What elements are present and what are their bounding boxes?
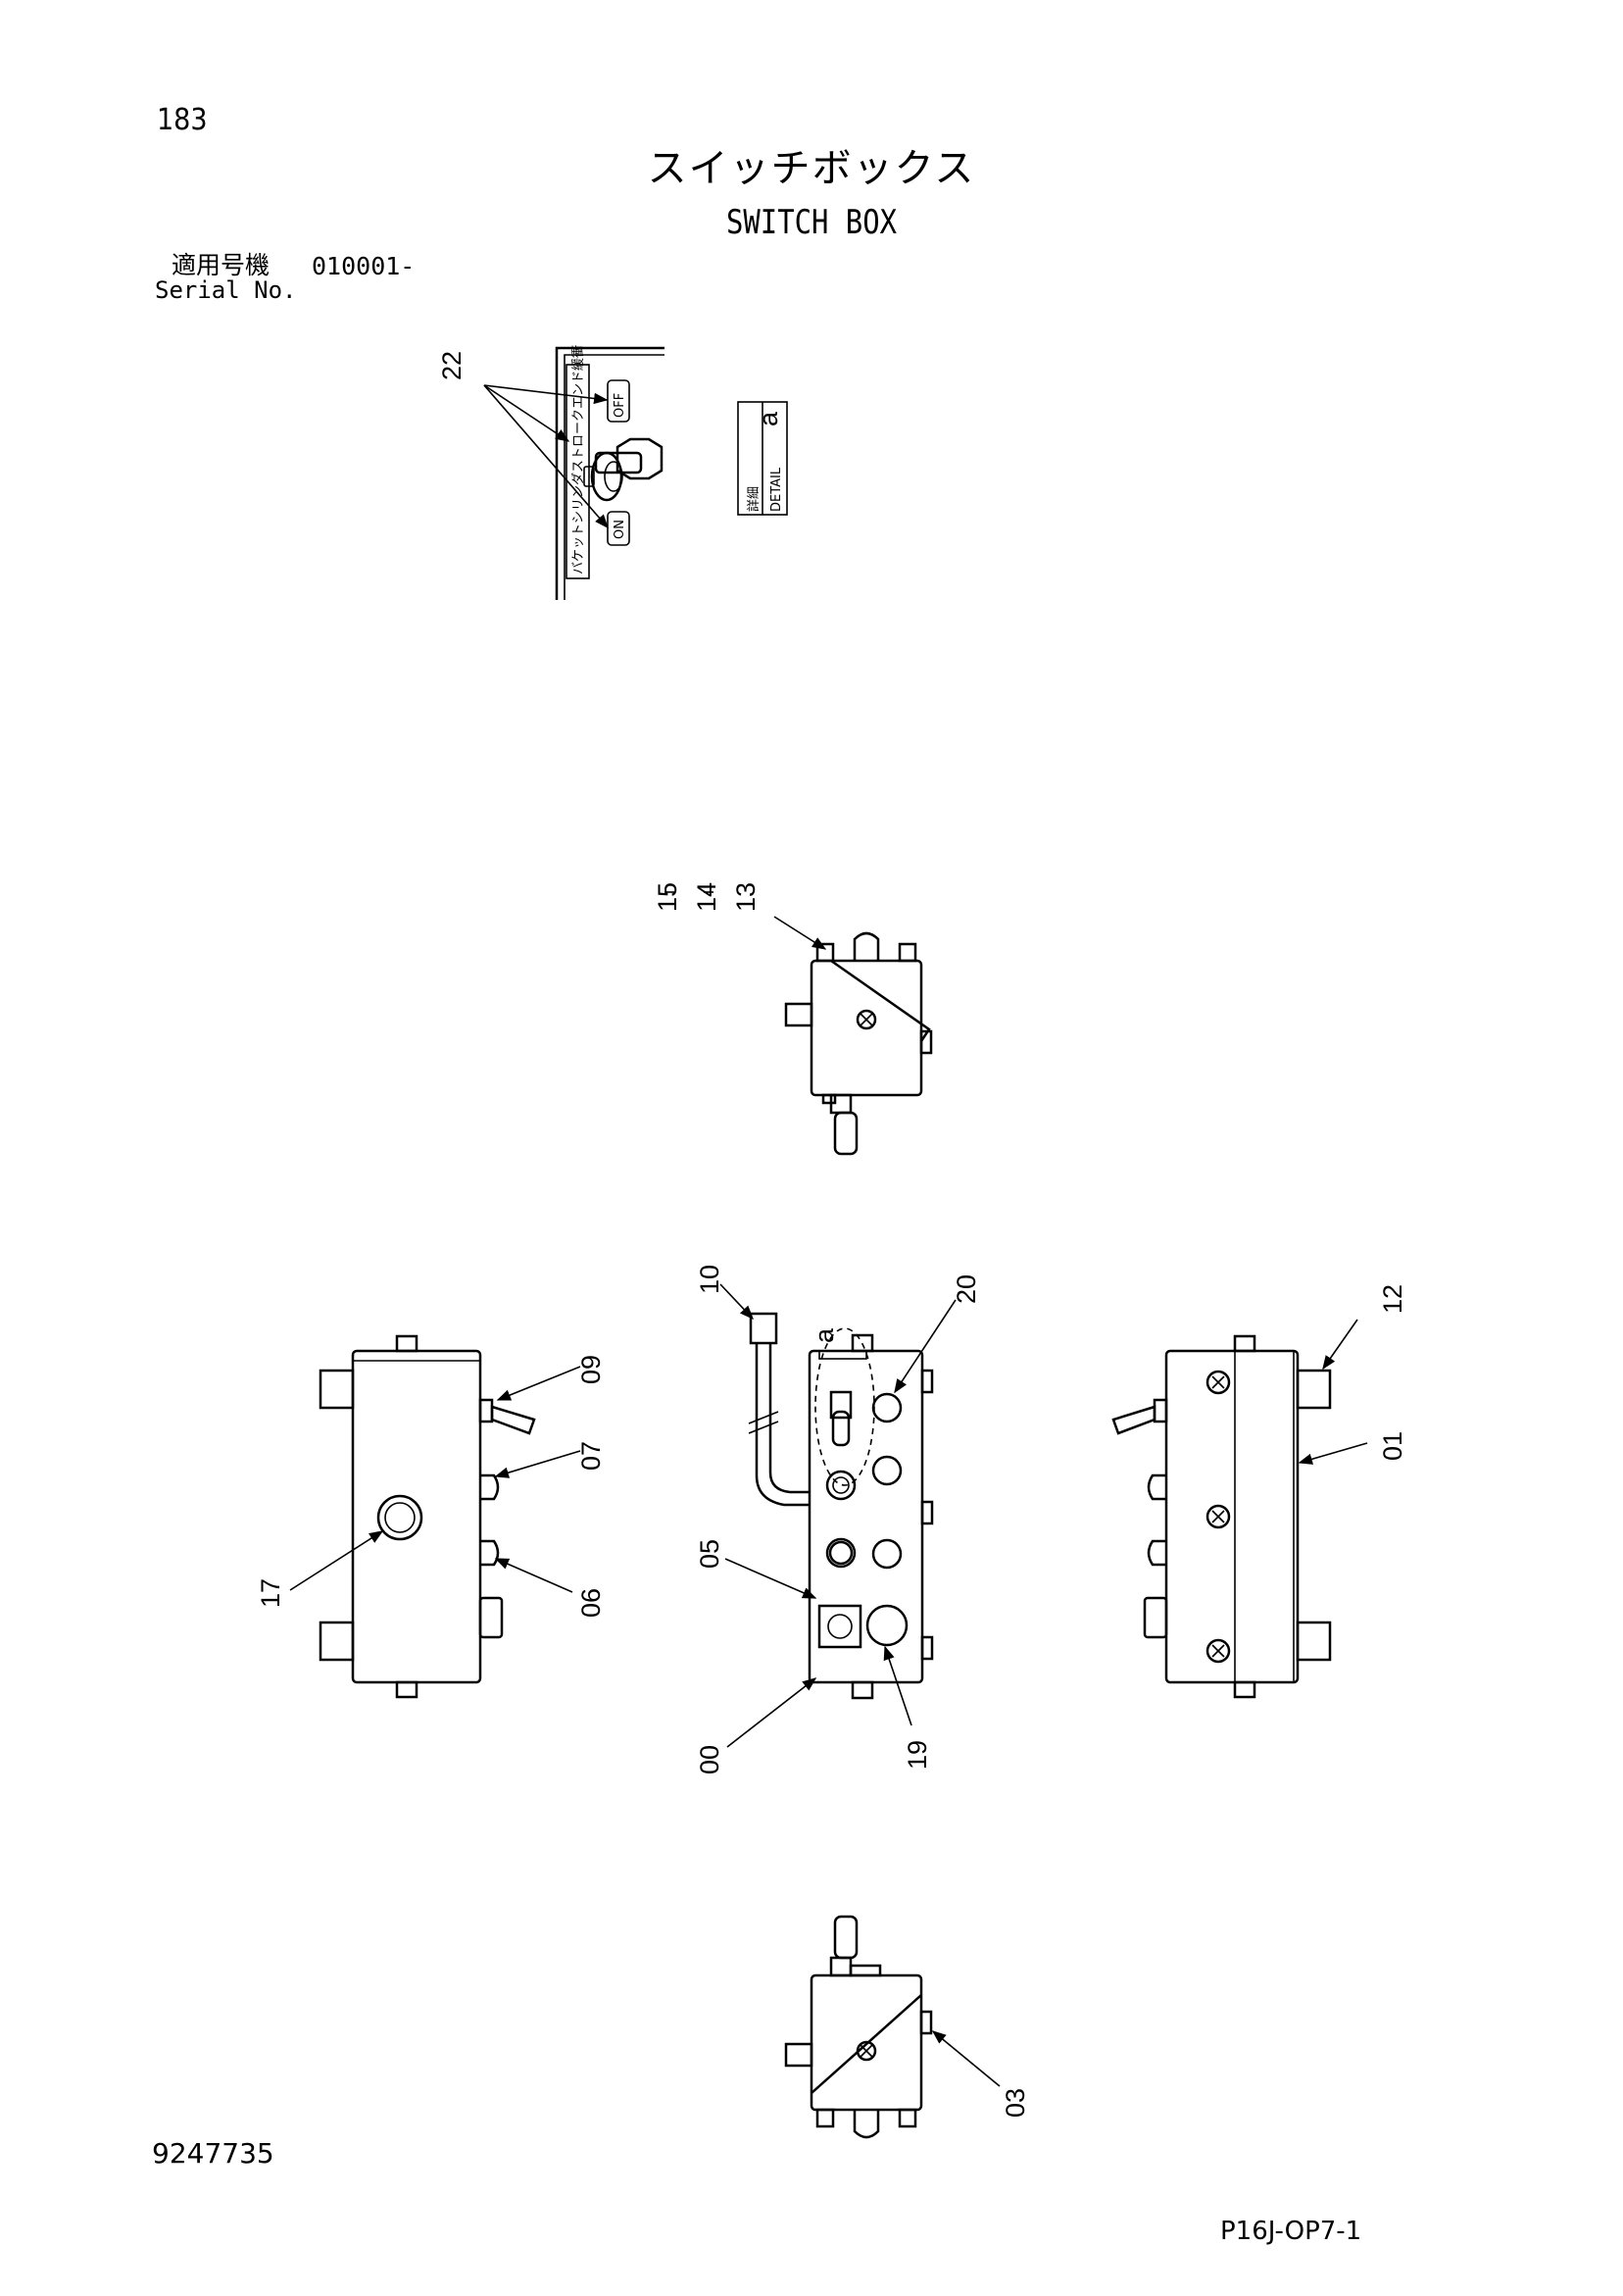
detail-label-japanese: 詳細	[746, 486, 762, 512]
right-view: 12 01	[1111, 1284, 1407, 1699]
callout-10: 10	[695, 1265, 724, 1294]
callout-07: 07	[576, 1441, 606, 1471]
drawing-code: P16J-OP7-1	[1220, 2217, 1362, 2246]
toggle-switch-icon	[583, 437, 664, 502]
detail-label-box: 詳細 DETAIL a	[737, 401, 788, 516]
on-label: ON	[613, 520, 627, 539]
page-number: 183	[157, 103, 208, 137]
serial-label-english: Serial No.	[155, 276, 297, 304]
callout-14: 14	[692, 882, 721, 912]
callout-20: 20	[952, 1274, 981, 1304]
detail-letter: a	[754, 411, 783, 426]
callout-03: 03	[1001, 2088, 1030, 2118]
left-view: 09 07 06 17	[256, 1334, 606, 1699]
callout-12: 12	[1378, 1284, 1407, 1314]
bottom-view: 03	[784, 1915, 1030, 2139]
callout-00: 00	[695, 1745, 724, 1774]
callout-22: 22	[437, 351, 467, 380]
callout-19: 19	[903, 1740, 932, 1770]
callout-13: 13	[731, 882, 761, 912]
label-plate-text: バケットシリンダストロークエンド緩衝	[571, 345, 586, 574]
front-view: 10 a 20 05 00 19	[695, 1265, 981, 1774]
document-number: 9247735	[152, 2137, 274, 2170]
serial-label-japanese: 適用号機	[172, 251, 270, 279]
off-label: OFF	[613, 393, 627, 418]
title-english: SWITCH BOX	[725, 203, 897, 242]
callout-09: 09	[576, 1355, 606, 1384]
top-view: 15 14 13	[653, 882, 933, 1156]
callout-01: 01	[1378, 1431, 1407, 1461]
title-japanese: スイッチボックス	[647, 146, 976, 191]
label-plate	[566, 364, 590, 579]
detail-label-english: DETAIL	[769, 467, 784, 512]
serial-value: 010001-	[312, 252, 416, 280]
callout-15: 15	[653, 882, 682, 912]
callout-17: 17	[256, 1578, 285, 1608]
detail-ref-a: a	[810, 1327, 839, 1343]
callout-06: 06	[576, 1588, 606, 1618]
detail-a-view: バケットシリンダストロークエンド緩衝 OFF ON 22 詳細 DETAIL a	[437, 345, 788, 600]
callout-05: 05	[695, 1539, 724, 1569]
